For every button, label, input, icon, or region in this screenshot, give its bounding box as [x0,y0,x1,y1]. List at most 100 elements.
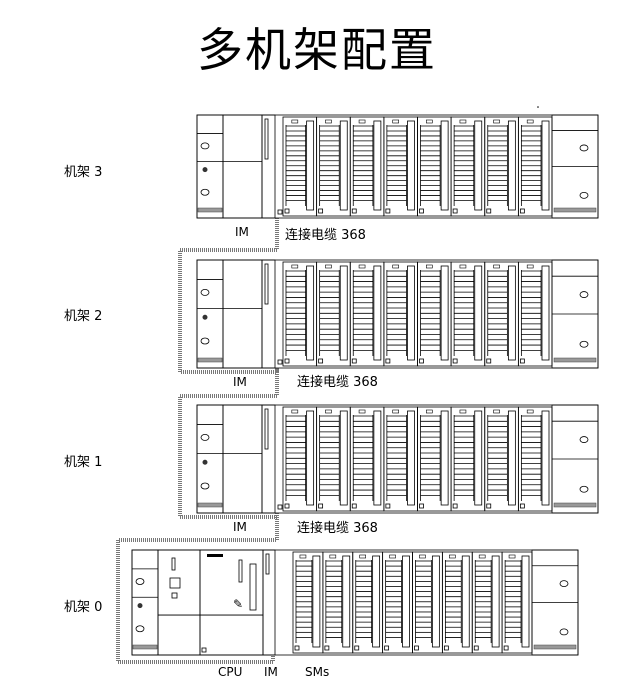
sm-front-door [541,120,550,211]
sm-led [284,503,290,509]
rack-0-sm-label: SMs [305,665,330,679]
sm-front-door [474,265,483,361]
sm-front-door [507,120,516,211]
sm-housing [349,116,385,217]
im-led [277,359,283,365]
signal-module [441,551,473,654]
sm-led [385,358,391,364]
ps-switch [202,314,208,320]
sm-housing [450,116,486,217]
sm-led [452,208,458,214]
rack-0: ✎ [131,549,579,656]
sm-front-door [440,120,449,211]
signal-module [282,261,318,367]
hatch-strip [553,502,597,508]
sm-tab [392,119,399,124]
im-slot [264,263,269,305]
sm-front-door [461,555,470,648]
rack-2-cable-label: 连接电缆 368 [297,375,378,390]
signal-module [349,116,385,217]
cpu-keyswitch [169,577,181,589]
sm-front-door [440,410,449,506]
sm-front-door [342,555,351,648]
sm-front-door [339,120,348,211]
sm-led [419,503,424,509]
im-module [261,404,276,514]
signal-module [450,116,486,217]
sm-tab [478,554,486,559]
connecting-cable-2-1 [178,368,279,519]
sm-front-door [407,265,415,361]
sm-tab [299,554,307,559]
sm-front-door [407,410,415,506]
connecting-cable-1-0 [116,513,279,664]
diagram-title: 多机架配置 [197,23,437,77]
signal-module [316,406,351,512]
sm-front-door [541,410,550,506]
signal-module [322,551,354,654]
rack-3 [196,114,599,219]
signal-module [383,406,418,512]
sm-tab [291,264,299,269]
sm-tab [358,119,366,124]
sm-led [473,645,479,651]
sm-front-door [507,265,516,361]
sm-tab [508,554,516,559]
sm-front-door [431,555,440,648]
sm-housing [517,116,553,217]
sm-tab [493,409,500,414]
sm-tab [291,119,299,124]
sm-housing [484,116,519,217]
sm-tab [426,119,433,124]
power-supply [196,259,224,369]
sm-led [519,358,525,364]
rack-2 [196,259,599,369]
rack-0-cpu-label: CPU [218,665,243,679]
signal-module [382,551,413,654]
sm-led [318,503,324,509]
end-cap-connector [579,436,589,443]
sm-led [284,208,290,214]
sm-led [414,645,419,651]
sm-front-door [306,265,315,361]
signal-module [282,406,318,512]
cpu-card [249,563,257,611]
sm-front-door [373,120,382,211]
signal-module [316,116,351,217]
sm-tab [325,409,332,414]
cpu-led [201,647,207,653]
power-supply [196,404,224,514]
sm-led [486,358,492,364]
end-cap-connector [579,291,589,298]
sm-tab [459,409,467,414]
sm-led [443,645,449,651]
rack-2-im-label: IM [233,375,247,389]
sm-led [452,503,458,509]
im-housing [222,114,263,219]
sm-housing [383,116,418,217]
sm-tab [329,554,337,559]
rack-3-label: 机架 3 [64,165,103,180]
sm-led [318,208,324,214]
ps-connector [200,288,210,296]
sm-led [351,503,357,509]
signal-module [316,261,351,367]
signal-module [417,116,452,217]
hatch-strip [553,357,597,363]
signal-module [517,406,553,512]
power-supply [131,549,159,656]
sm-front-door [339,265,348,361]
cpu-led [171,592,178,599]
cpu-slot [171,557,176,571]
hatch-strip [197,357,223,363]
hatch-strip [197,502,223,508]
im-module [262,549,276,656]
signal-module [471,551,503,654]
sm-front-door [312,555,321,648]
signal-module [484,406,519,512]
rack-1 [196,404,599,514]
end-cap-connector [559,628,569,636]
im-slot [265,553,270,575]
signal-module [450,261,486,367]
ps-connector [135,625,145,633]
